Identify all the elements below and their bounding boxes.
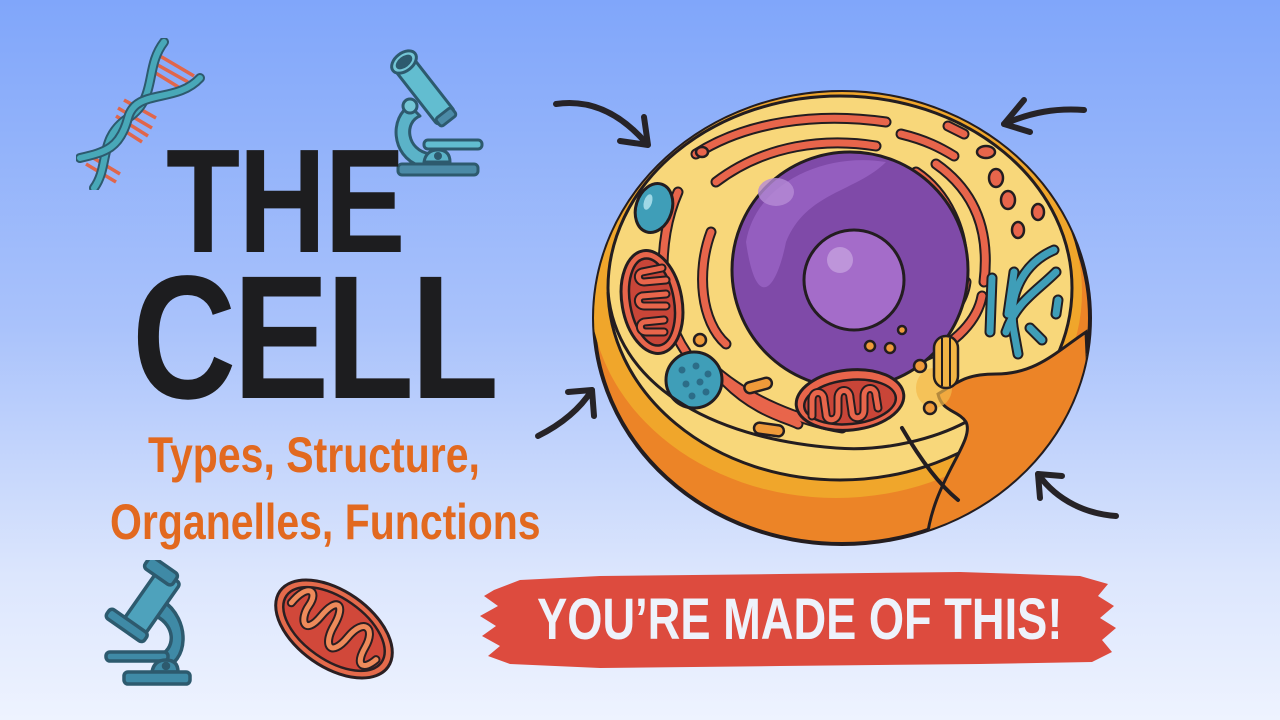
title-line-cell: CELL [132,240,499,436]
tagline-label: YOU’RE MADE OF THIS! [537,586,1063,652]
mitochondrion-icon [274,578,394,680]
tagline-banner: YOU’RE MADE OF THIS! [480,566,1120,672]
animal-cell-illustration [592,90,1092,546]
tagline-text: YOU’RE MADE OF THIS! [480,566,1120,672]
subtitle-line-1: Types, Structure, [148,427,480,483]
arrow-icon [1035,471,1119,519]
arrow-icon [535,387,597,439]
dna-icon [76,38,205,190]
subtitle-line-2: Organelles, Functions [110,494,541,550]
arrow-icon [1001,97,1087,135]
title-line-the: THE [166,119,405,284]
arrow-icon [553,100,651,148]
brush-stroke-background [480,572,1116,668]
microscope-icon [390,49,484,177]
microscope-icon [104,560,192,686]
